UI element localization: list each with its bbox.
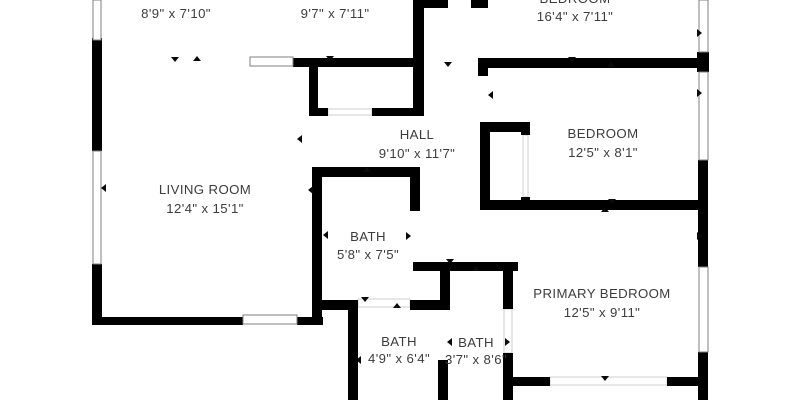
room-labels-layer: 8'9" x 7'10" 9'7" x 7'11" BEDROOM 16'4" x 7…: [141, 0, 670, 367]
label-bath-ensuite-name: BATH: [458, 335, 494, 350]
label-living-room-dims: 12'4" x 15'1": [166, 201, 244, 216]
wall-segment: [312, 300, 358, 310]
wall-segment: [698, 352, 708, 400]
wall-segment: [309, 108, 328, 116]
window: [92, 150, 102, 265]
wall-segment: [424, 0, 448, 8]
door-marker-up: [601, 207, 609, 212]
door-marker-down: [326, 56, 334, 61]
window: [698, 71, 709, 161]
window: [698, 266, 709, 353]
door-marker-left: [323, 231, 328, 239]
door-marker-up: [607, 62, 615, 67]
door-threshold: [503, 308, 513, 354]
wall-segment: [503, 262, 513, 309]
wall-segment: [478, 58, 699, 68]
door-marker-down: [444, 62, 452, 67]
wall-segment: [667, 377, 699, 386]
wall-segment: [309, 62, 318, 116]
label-bath-main-dims: 5'8" x 7'5": [337, 247, 399, 262]
door-threshold: [549, 376, 668, 386]
window: [698, 0, 709, 53]
label-primary-bedroom-dims: 12'5" x 9'11": [564, 305, 641, 320]
door-marker-left: [308, 186, 313, 194]
door-threshold: [327, 108, 373, 116]
label-bath-left-dims: 4'9" x 6'4": [368, 351, 430, 366]
wall-segment: [503, 353, 513, 400]
door-marker-down: [608, 199, 616, 204]
wall-segment: [92, 264, 102, 325]
wall-segment: [312, 300, 322, 325]
door-marker-right: [505, 338, 510, 346]
wall-segment: [438, 360, 448, 400]
door-marker-up: [393, 303, 401, 308]
label-bath-main-name: BATH: [350, 229, 386, 244]
label-hall-name: HALL: [400, 127, 435, 142]
door-marker-right: [697, 89, 702, 97]
wall-segment: [92, 317, 243, 325]
door-marker-up: [363, 167, 371, 172]
door-marker-left: [297, 135, 302, 143]
wall-segment: [471, 0, 488, 8]
door-marker-down: [171, 57, 179, 62]
door-marker-up: [193, 56, 201, 61]
door-marker-right: [406, 232, 411, 240]
label-hall-dims: 9'10" x 11'7": [379, 146, 456, 161]
wall-segment: [413, 262, 518, 271]
wall-segment: [480, 122, 490, 210]
door-marker-up: [472, 266, 480, 271]
door-marker-down: [361, 297, 369, 302]
label-bedroom-right-dims: 12'5" x 8'1": [568, 145, 638, 160]
wall-segment: [698, 160, 708, 267]
door-marker-left: [356, 356, 361, 364]
door-threshold: [522, 134, 529, 198]
window: [242, 314, 298, 325]
wall-segment: [410, 167, 420, 211]
wall-segment: [410, 300, 441, 310]
wall-segment: [478, 68, 488, 76]
wall-segment: [92, 38, 102, 151]
wall-segment: [440, 270, 450, 310]
label-bath-ensuite-dims: 3'7" x 8'6": [445, 352, 507, 367]
door-marker-left: [488, 91, 493, 99]
wall-segment: [348, 302, 358, 400]
wall-segment: [513, 377, 550, 386]
wall-segment: [480, 200, 708, 210]
door-marker-right: [697, 232, 702, 240]
label-primary-bedroom-name: PRIMARY BEDROOM: [533, 286, 670, 301]
label-upper-left-room-dims: 8'9" x 7'10": [141, 6, 211, 21]
wall-segment: [521, 122, 530, 135]
label-bedroom-top-dims: 16'4" x 7'11": [537, 9, 614, 24]
label-bath-left-name: BATH: [381, 334, 417, 349]
wall-segment: [372, 108, 424, 116]
wall-segment: [312, 167, 322, 302]
wall-segment: [413, 0, 424, 116]
window: [249, 56, 294, 67]
label-bedroom-right-name: BEDROOM: [568, 126, 639, 141]
label-bedroom-top-name: BEDROOM: [540, 0, 611, 6]
label-upper-middle-room-dims: 9'7" x 7'11": [301, 6, 370, 21]
wall-segment: [297, 317, 323, 325]
door-marker-left: [447, 338, 452, 346]
door-marker-right: [697, 29, 702, 37]
walls-layer: [92, 0, 709, 400]
window: [92, 0, 102, 41]
label-living-room-name: LIVING ROOM: [159, 182, 251, 197]
door-marker-down: [601, 376, 609, 381]
wall-segment: [697, 52, 709, 72]
wall-segment: [293, 58, 424, 67]
wall-segment: [480, 122, 530, 132]
windows-layer: [92, 0, 709, 353]
door-marker-down: [568, 57, 576, 62]
door-marker-down: [446, 259, 454, 264]
door-markers-layer: [101, 29, 702, 381]
door-marker-left: [101, 184, 106, 192]
